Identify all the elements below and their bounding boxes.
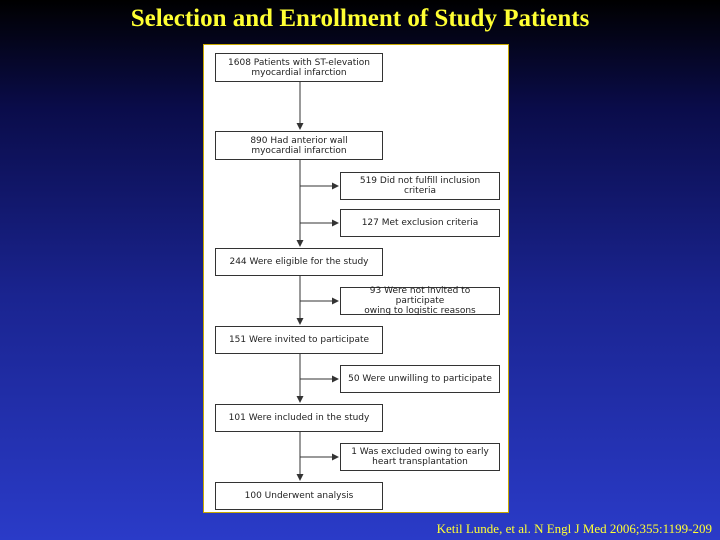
step-box-eligible: 244 Were eligible for the study [215,248,383,276]
flowchart-connectors [296,82,339,481]
slide-title: Selection and Enrollment of Study Patien… [130,5,590,32]
step-box-included: 101 Were included in the study [215,404,383,432]
step-box-invited: 151 Were invited to participate [215,326,383,354]
exclusion-box-unwilling: 50 Were unwilling to participate [340,365,500,393]
step-box-analyzed: 100 Underwent analysis [215,482,383,510]
exclusion-box-exclusion-criteria: 127 Met exclusion criteria [340,209,500,237]
citation: Ketil Lunde, et al. N Engl J Med 2006;35… [436,521,712,536]
